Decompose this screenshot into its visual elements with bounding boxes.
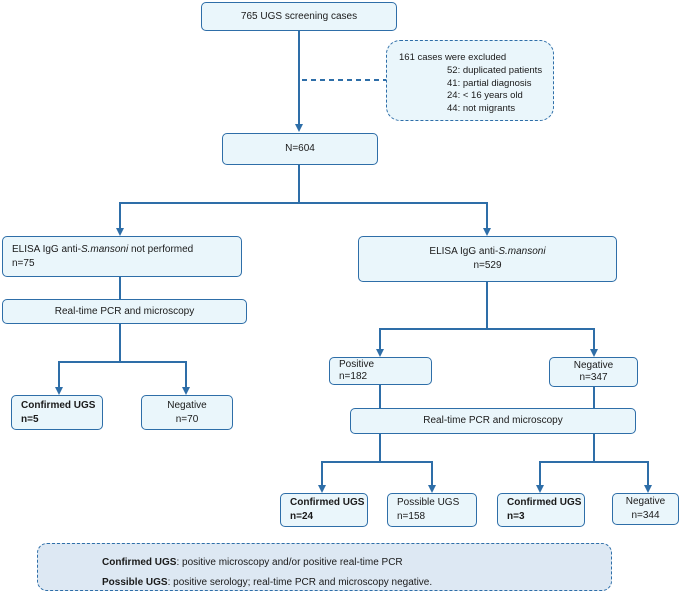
right-elisa-n: n=529 — [473, 260, 502, 271]
confirmed-a-box: Confirmed UGS n=24 — [280, 493, 368, 527]
left-negative-label: Negative — [167, 399, 207, 411]
right-pcr-box: Real-time PCR and microscopy — [350, 408, 636, 434]
confirmed-b-box: Confirmed UGS n=3 — [497, 493, 585, 527]
exclusion-box: 161 cases were excluded 52: duplicated p… — [386, 40, 554, 121]
negative-box: Negative n=347 — [549, 357, 638, 387]
legend-possible: Possible UGS: positive serology; real-ti… — [102, 577, 433, 588]
left-elisa-title: ELISA IgG anti-S.mansoni not performed — [12, 243, 194, 255]
positive-n: n=182 — [339, 371, 368, 382]
right-elisa-box: ELISA IgG anti-S.mansoni n=529 — [358, 236, 617, 282]
exclusion-item: 24: < 16 years old — [447, 90, 523, 101]
right-elisa-title: ELISA IgG anti-S.mansoni — [429, 246, 546, 257]
split-n604 — [119, 165, 300, 222]
right-elisa-split — [379, 282, 488, 342]
positive-box: Positive n=182 — [329, 357, 432, 385]
right-pcr-split-a — [321, 434, 381, 478]
left-confirmed-box: Confirmed UGS n=5 — [11, 395, 103, 430]
confirmed-a-label: Confirmed UGS — [290, 497, 365, 508]
screening-cases-label: 765 UGS screening cases — [240, 10, 358, 22]
negative-n: n=347 — [579, 372, 608, 383]
confirmed-b-label: Confirmed UGS — [507, 497, 582, 508]
negative-label: Negative — [573, 360, 614, 371]
possible-n: n=158 — [397, 511, 426, 522]
exclusion-item: 41: partial diagnosis — [447, 77, 532, 89]
positive-label: Positive — [339, 359, 375, 370]
n604-box: N=604 — [222, 133, 378, 165]
left-confirmed-label: Confirmed UGS — [21, 399, 96, 411]
n604-label: N=604 — [285, 143, 315, 154]
possible-label: Possible UGS — [397, 497, 460, 508]
screening-cases-box: 765 UGS screening cases — [201, 2, 397, 31]
confirmed-b-n: n=3 — [507, 511, 525, 522]
possible-box: Possible UGS n=158 — [387, 493, 477, 527]
left-elisa-box: ELISA IgG anti-S.mansoni not performed n… — [2, 236, 242, 277]
negative2-box: Negative n=344 — [612, 493, 679, 525]
right-pcr-label: Real-time PCR and microscopy — [423, 415, 563, 426]
left-negative-box: Negative n=70 — [141, 395, 233, 430]
exclusion-list: 52: duplicated patients 41: partial diag… — [447, 65, 542, 115]
legend-box: Confirmed UGS: positive microscopy and/o… — [37, 543, 612, 591]
left-elisa-n: n=75 — [12, 257, 35, 269]
left-pcr-label: Real-time PCR and microscopy — [54, 305, 195, 317]
exclusion-item: 44: not migrants — [447, 102, 516, 114]
left-confirmed-n: n=5 — [21, 413, 39, 425]
exclusion-title: 161 cases were excluded — [399, 52, 507, 63]
exclusion-item: 52: duplicated patients — [447, 65, 543, 76]
negative2-label: Negative — [625, 496, 666, 507]
legend-confirmed: Confirmed UGS: positive microscopy and/o… — [102, 557, 403, 568]
left-pcr-split — [58, 324, 121, 380]
negative2-n: n=344 — [631, 510, 660, 521]
confirmed-a-n: n=24 — [290, 511, 314, 522]
right-pcr-split-b — [539, 434, 595, 478]
left-pcr-box: Real-time PCR and microscopy — [2, 299, 247, 324]
left-negative-n: n=70 — [175, 413, 199, 425]
